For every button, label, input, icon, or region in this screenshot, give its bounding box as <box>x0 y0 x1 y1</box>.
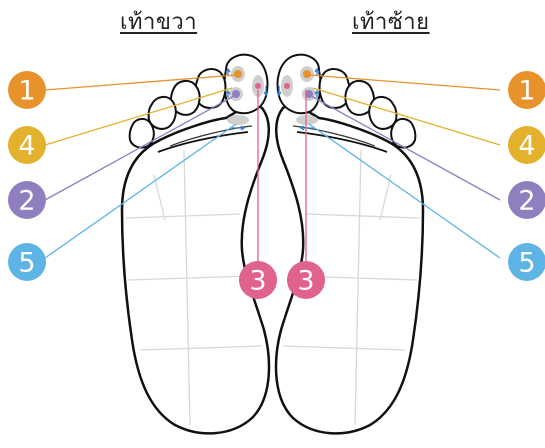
svg-text:3: 3 <box>249 266 266 297</box>
badge-1-right: 1 <box>8 71 46 109</box>
badge-4-left: 4 <box>508 126 545 164</box>
svg-text:3: 3 <box>297 266 314 297</box>
badge-3-left: 3 <box>287 261 325 299</box>
badge-1-left: 1 <box>508 71 545 109</box>
svg-text:4: 4 <box>518 131 535 162</box>
badge-2-right: 2 <box>8 181 46 219</box>
svg-text:2: 2 <box>18 186 35 217</box>
svg-text:5: 5 <box>18 248 35 279</box>
badge-4-right: 4 <box>8 126 46 164</box>
left-foot <box>276 55 423 434</box>
right-foot <box>122 55 269 434</box>
badge-5-right: 5 <box>8 243 46 281</box>
right-point-1-marker <box>234 70 242 78</box>
badge-3-right: 3 <box>239 261 277 299</box>
badge-2-left: 2 <box>508 181 545 219</box>
svg-text:1: 1 <box>518 76 535 107</box>
svg-text:5: 5 <box>518 248 535 279</box>
svg-text:4: 4 <box>18 131 35 162</box>
svg-text:2: 2 <box>518 186 535 217</box>
badge-5-left: 5 <box>508 243 545 281</box>
right-point-3-marker <box>255 83 261 89</box>
svg-text:1: 1 <box>18 76 35 107</box>
